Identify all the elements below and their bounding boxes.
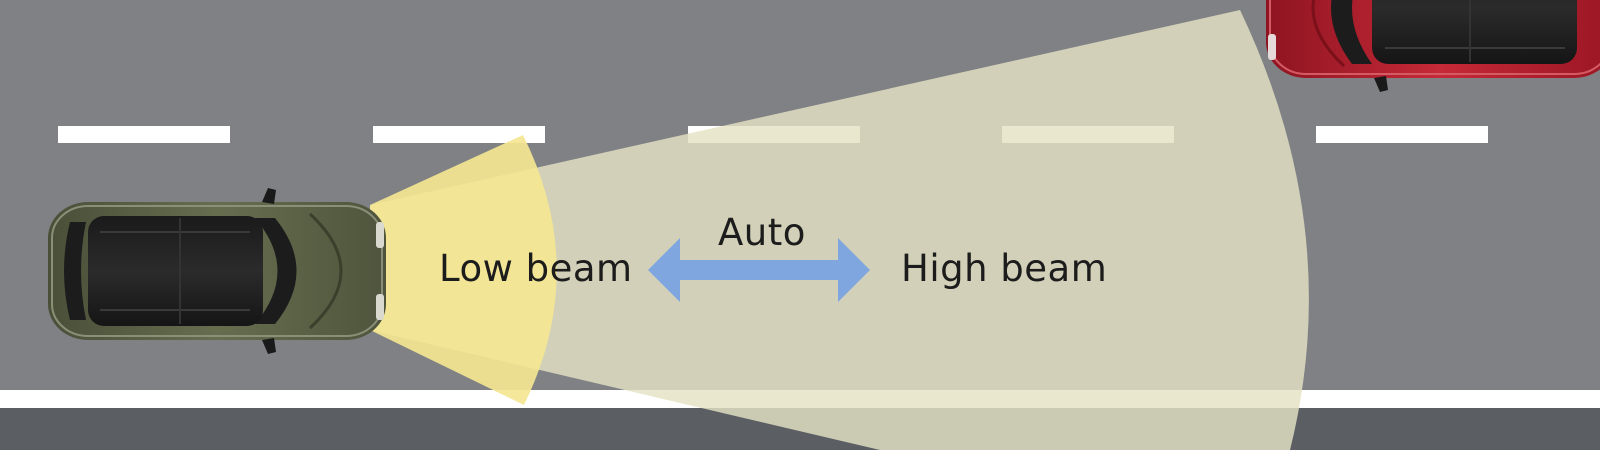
- double-arrow-icon: [648, 238, 870, 302]
- high-beam-cone: [370, 10, 1309, 450]
- lane-dash: [1316, 126, 1488, 143]
- oncoming-vehicle: [1266, 0, 1600, 92]
- low-beam-label: Low beam: [439, 247, 633, 290]
- high-beam-label: High beam: [901, 247, 1108, 290]
- lane-dash: [373, 126, 545, 143]
- own-vehicle: [48, 188, 386, 354]
- auto-label: Auto: [718, 211, 806, 254]
- low-beam-cone: [370, 135, 557, 405]
- lane-dash: [58, 126, 230, 143]
